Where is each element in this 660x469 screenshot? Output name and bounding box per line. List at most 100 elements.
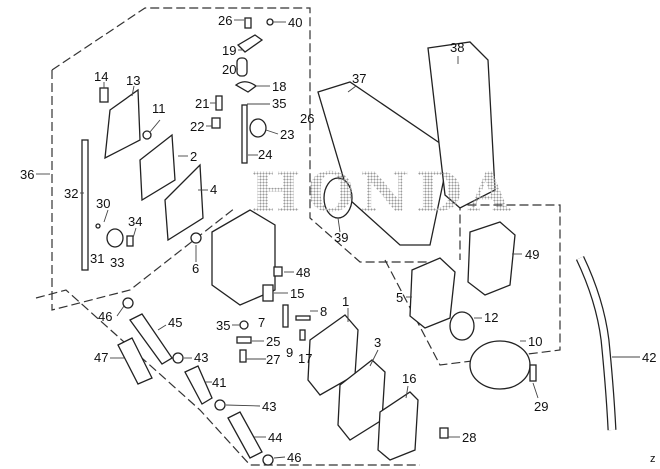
callout-2[interactable]: 2 [190,149,198,164]
screw-21 [215,95,223,111]
callout-26[interactable]: 26 [300,111,315,126]
screw-11 [142,130,152,140]
tube-44 [227,411,263,459]
callout-44[interactable]: 44 [268,430,283,445]
clamp-46b [262,454,274,466]
callout-29[interactable]: 29 [534,399,549,414]
pump-5 [409,257,456,329]
lever-19 [236,34,264,53]
hose-42 [577,256,616,431]
callout-8[interactable]: 8 [320,304,328,319]
carburetor-body [211,209,276,306]
needle-9 [282,304,289,328]
callout-30[interactable]: 30 [96,196,111,211]
callout-3[interactable]: 3 [374,335,382,350]
callout-18[interactable]: 18 [272,79,287,94]
spring-15 [262,284,274,302]
callout-40[interactable]: 40 [288,15,303,30]
diaphragm-2 [139,133,176,202]
cover-13 [104,88,141,160]
tube-45 [129,313,173,365]
callout-17[interactable]: 17 [298,351,313,366]
filter-38 [427,41,496,209]
callout-41[interactable]: 41 [212,375,227,390]
callout-6[interactable]: 6 [192,261,200,276]
case-37 [317,81,451,246]
shaft-24 [241,104,248,164]
collar-20 [236,57,248,77]
clamp-43b [214,399,226,411]
callout-22[interactable]: 22 [190,119,205,134]
callout-48[interactable]: 48 [296,265,311,280]
callout-9[interactable]: 9 [286,345,294,360]
callout-24[interactable]: 24 [258,147,273,162]
screw-34 [126,235,134,247]
screw-26 [244,17,252,29]
screw-28 [439,427,449,439]
gasket-39 [323,177,353,219]
plate-23 [249,118,267,138]
callout-20[interactable]: 20 [222,62,237,77]
nut-35 [239,320,249,330]
callout-28[interactable]: 28 [462,430,477,445]
parts [81,17,617,466]
callout-13[interactable]: 13 [126,73,141,88]
callout-39[interactable]: 39 [334,230,349,245]
tube-47 [117,337,153,385]
callout-36[interactable]: 36 [20,167,35,182]
shaft-32 [81,139,89,271]
callout-38[interactable]: 38 [450,40,465,55]
washer-18 [234,81,258,93]
callout-35[interactable]: 35 [272,96,287,111]
callout-5[interactable]: 5 [396,290,404,305]
callout-16[interactable]: 16 [402,371,417,386]
callout-14[interactable]: 14 [94,69,109,84]
group-outlines [35,7,561,466]
ball-30 [95,223,101,229]
callout-49[interactable]: 49 [525,247,540,262]
callout-33[interactable]: 33 [110,255,125,270]
plug-48 [273,266,283,277]
spring-22 [211,117,221,129]
callout-21[interactable]: 21 [195,96,210,111]
callout-25[interactable]: 25 [266,334,281,349]
callout-32[interactable]: 32 [64,186,79,201]
callout-19[interactable]: 19 [222,43,237,58]
callout-23[interactable]: 23 [280,127,295,142]
callout-11[interactable]: 11 [152,101,166,116]
cap-12 [449,311,475,341]
callout-37[interactable]: 37 [352,71,367,86]
corner-mark: z [650,453,656,465]
callout-43[interactable]: 43 [194,350,209,365]
clamp-43 [172,352,184,364]
callout-47[interactable]: 47 [94,350,109,365]
screw-27 [239,349,247,363]
leader-lines [36,19,640,459]
callout-10[interactable]: 10 [528,334,543,349]
filter-41 [184,365,213,405]
callout-42[interactable]: 42 [642,350,657,365]
gasket-4 [164,163,204,242]
callout-34[interactable]: 34 [128,214,143,229]
screw-29 [529,364,537,382]
callout-1[interactable]: 1 [342,294,350,309]
callout-43[interactable]: 43 [262,399,277,414]
callout-26[interactable]: 26 [218,13,233,28]
callout-31[interactable]: 31 [90,251,105,266]
callout-7[interactable]: 7 [258,315,266,330]
cover-16 [377,391,419,461]
plate-33 [106,228,124,248]
screw-17 [299,329,306,341]
seal-6 [190,232,202,244]
callout-12[interactable]: 12 [484,310,499,325]
callout-46[interactable]: 46 [287,450,302,465]
clamp-46 [122,297,134,309]
callout-4[interactable]: 4 [210,182,218,197]
callout-46[interactable]: 46 [98,309,113,324]
callout-35[interactable]: 35 [216,318,231,333]
callout-15[interactable]: 15 [290,286,305,301]
callout-27[interactable]: 27 [266,352,281,367]
callout-45[interactable]: 45 [168,315,183,330]
